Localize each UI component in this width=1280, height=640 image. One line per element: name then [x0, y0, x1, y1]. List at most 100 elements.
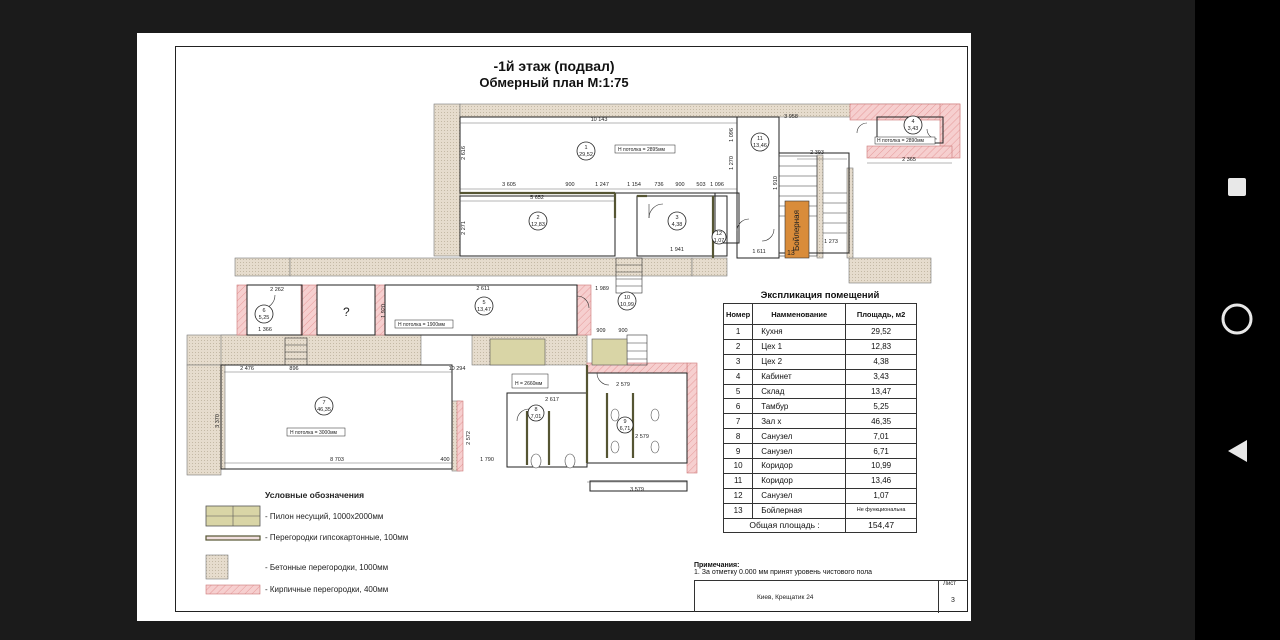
svg-text:400: 400: [440, 457, 449, 463]
brick-walls: [236, 103, 961, 474]
room-tag-num: 6: [262, 308, 265, 314]
room-tag-num: 9: [623, 419, 626, 425]
svg-text:2 262: 2 262: [270, 287, 284, 293]
room-tag-area: 13,46: [753, 143, 767, 149]
room-tag-area: 4,38: [672, 222, 683, 228]
legend-item-pylon: - Пилон несущий, 1000х2000мм: [205, 504, 505, 532]
svg-text:1 611: 1 611: [752, 249, 765, 255]
sheet-number-cell: Лист 3: [938, 581, 968, 613]
svg-text:2 476: 2 476: [240, 366, 254, 372]
unknown-room-mark: ?: [343, 305, 350, 319]
svg-text:2 271: 2 271: [461, 221, 467, 235]
svg-text:1 920: 1 920: [381, 304, 387, 318]
concrete-walls: [186, 103, 941, 476]
svg-text:1 270: 1 270: [729, 156, 735, 170]
svg-text:2 579: 2 579: [635, 434, 649, 440]
svg-text:2 572: 2 572: [466, 431, 472, 445]
drawing-sheet: -1й этаж (подвал) Обмерный план М:1:75: [137, 33, 971, 621]
svg-text:1 989: 1 989: [595, 286, 609, 292]
svg-text:2 616: 2 616: [461, 146, 467, 160]
room-tag-area: 5,25: [259, 315, 270, 321]
explication-panel: Экспликация помещений Номер Намменование…: [722, 290, 917, 534]
svg-text:5 652: 5 652: [530, 195, 544, 201]
room-tag-num: 11: [757, 136, 763, 142]
square-recents-icon: [1228, 178, 1246, 196]
table-header-row: Номер Намменование Площадь, м2: [722, 303, 917, 325]
room-tag-area: 46,35: [317, 407, 331, 413]
legend-item-concrete: - Бетонные перегородки, 1000мм: [205, 554, 505, 584]
svg-text:10 143: 10 143: [591, 117, 608, 123]
circle-home-icon: [1221, 303, 1253, 335]
notes: Примечания: 1. За отметку 0.000 мм приня…: [694, 562, 872, 576]
pylon-swatch: [205, 505, 261, 527]
svg-text:1 247: 1 247: [595, 182, 609, 188]
triangle-back-icon: [1228, 440, 1247, 462]
legend: Условные обозначения - Пилон несущий, 10…: [205, 490, 505, 600]
boiler-room: [784, 200, 810, 259]
svg-text:909: 909: [596, 328, 605, 334]
pylons: [489, 338, 628, 366]
svg-text:2 393: 2 393: [810, 150, 824, 156]
boiler-label: Бойлерная: [792, 210, 801, 251]
title-stamp: Киев, Крещатик 24 Лист 3: [694, 580, 968, 613]
door-swings: [260, 122, 938, 422]
svg-text:1 941: 1 941: [670, 247, 684, 253]
room-tag-area: 12,83: [531, 222, 545, 228]
legend-text: - Кирпичные перегородки, 400мм: [265, 585, 389, 594]
legend-text: - Бетонные перегородки, 1000мм: [265, 563, 389, 572]
svg-text:1 366: 1 366: [258, 327, 272, 333]
explication-title: Экспликация помещений: [760, 290, 880, 301]
table-total-row: Общая площадь : 154,47: [722, 517, 917, 534]
svg-text:Н потолка = 1900мм: Н потолка = 1900мм: [398, 322, 446, 328]
room-tag-area: 7,01: [531, 414, 542, 420]
svg-text:900: 900: [618, 328, 627, 334]
floor-plan: Бойлерная 13: [186, 103, 961, 493]
header-num: Номер: [722, 303, 754, 325]
drywall-partitions: [460, 191, 715, 465]
legend-item-drywall: - Перегородки гипсокартонные, 100мм: [205, 532, 505, 554]
notes-line: 1. За отметку 0.000 мм принят уровень чи…: [694, 569, 873, 576]
home-button[interactable]: [1217, 299, 1257, 339]
svg-text:1 096: 1 096: [729, 128, 735, 142]
concrete-swatch: [205, 554, 229, 580]
svg-text:1 096: 1 096: [710, 182, 724, 188]
svg-text:2 365: 2 365: [902, 157, 916, 163]
notes-heading: Примечания:: [694, 562, 740, 569]
svg-text:3 370: 3 370: [215, 414, 221, 428]
svg-text:736: 736: [654, 182, 663, 188]
room-tag-area: 29,52: [579, 152, 593, 158]
room-tag-area: 3,43: [908, 126, 919, 132]
room-tag-num: 1: [584, 145, 587, 151]
header-name: Намменование: [752, 303, 847, 325]
svg-text:3 958: 3 958: [784, 114, 798, 120]
room-tag-num: 2: [536, 215, 539, 221]
room-tag-num: 5: [482, 300, 485, 306]
drawing-frame: [175, 46, 968, 612]
room-tag-num: 8: [534, 407, 537, 413]
svg-text:2 611: 2 611: [476, 286, 489, 292]
svg-text:2 617: 2 617: [545, 397, 559, 403]
back-button[interactable]: [1217, 431, 1257, 471]
svg-text:Н = 2660мм: Н = 2660мм: [515, 381, 543, 387]
svg-text:8 703: 8 703: [330, 457, 344, 463]
svg-text:896: 896: [289, 366, 298, 372]
svg-text:10 294: 10 294: [449, 366, 466, 372]
svg-text:1 910: 1 910: [773, 176, 779, 190]
height-notes: Н потолка = 2895мм Н потолка = 1900мм Н …: [286, 136, 936, 437]
total-value: 154,47: [845, 517, 917, 534]
recents-button[interactable]: [1217, 167, 1257, 207]
plan-subtitle: Обмерный план М:1:75: [479, 75, 629, 90]
room-tag-num: 12: [716, 231, 722, 237]
system-navigation-bar: [1195, 0, 1280, 640]
room-tag-area: 1,07: [714, 238, 725, 244]
svg-text:1 790: 1 790: [480, 457, 494, 463]
boiler-number: 13: [787, 250, 795, 257]
